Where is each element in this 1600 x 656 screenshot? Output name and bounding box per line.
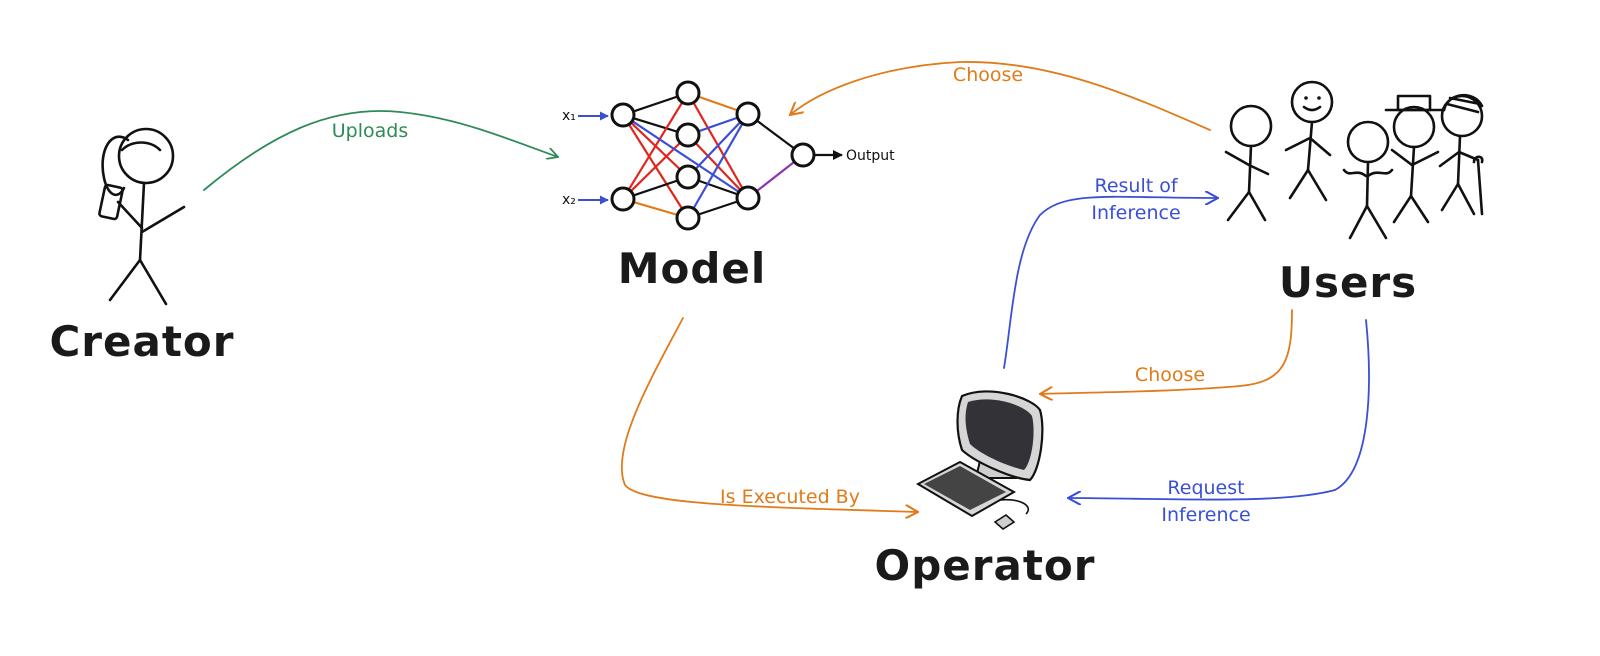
choose-operator-label: Choose: [1135, 364, 1205, 386]
computer-icon: [915, 390, 1044, 530]
input-x2-label: x₂: [562, 192, 576, 208]
request-line2: Inference: [1161, 504, 1250, 526]
output-label: Output: [846, 148, 895, 164]
creator-label: Creator: [49, 317, 234, 366]
neural-network-icon: [578, 80, 843, 231]
choose-model-arrow: [790, 61, 1211, 131]
input-x1-label: x₁: [562, 108, 576, 124]
creator-figure: [98, 127, 186, 306]
executed-by-label: Is Executed By: [720, 486, 860, 508]
users-group-figures: [1224, 80, 1484, 240]
request-line1: Request: [1167, 477, 1244, 499]
uploads-arrow: [203, 110, 558, 191]
choose-model-label: Choose: [953, 64, 1023, 86]
executed-by-arrow: [620, 317, 918, 512]
operator-label: Operator: [875, 541, 1096, 590]
result-of-inference-arrow: [1003, 197, 1218, 369]
request-inference-arrow: [1068, 319, 1370, 500]
model-label: Model: [618, 244, 767, 293]
uploads-label: Uploads: [332, 120, 408, 142]
result-line1: Result of: [1094, 175, 1178, 197]
choose-operator-arrow: [1040, 309, 1293, 394]
users-label: Users: [1279, 258, 1417, 307]
result-line2: Inference: [1091, 202, 1180, 224]
